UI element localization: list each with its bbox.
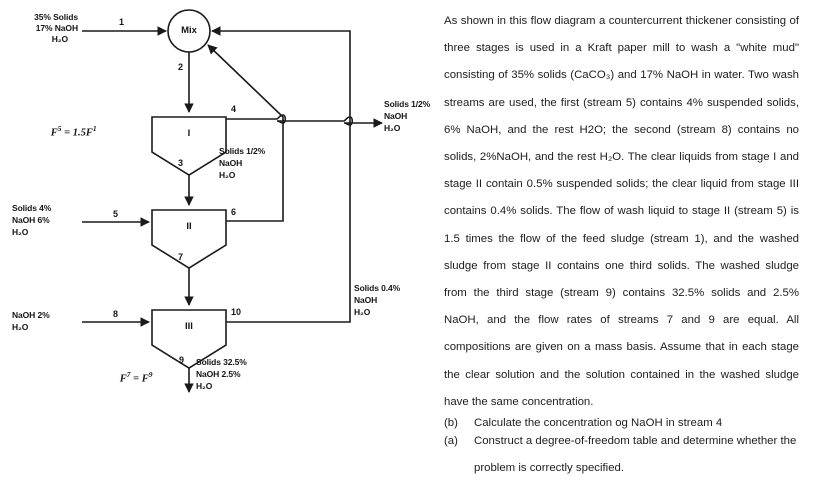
stage-1-vessel [151,116,227,176]
feed-composition-line-1: 35% Solids [34,12,78,22]
overflow-mid-composition-line-1: Solids 1/2% [219,146,266,156]
equation-f7-f9: F7 = F9 [104,359,153,396]
stage-2-label: II [186,221,192,232]
equation-f5-op: = [61,127,73,139]
stream-number-10: 10 [231,307,242,317]
overflow-mid-composition-line-2: NaOH [219,158,243,168]
question-b-clipped-window: (b) Calculate the concentration og NaOH … [414,416,828,435]
wash-8-composition-line-1: NaOH 2% [12,310,50,320]
stream-number-6: 6 [231,207,237,217]
stream-number-9: 9 [179,355,185,365]
product-composition-line-2: NaOH [384,111,408,121]
equation-f5-rhs-sup: 1 [92,124,97,133]
stage-3-label: III [185,321,193,332]
product-composition-line-1: Solids 1/2% [384,99,431,109]
stream-number-7: 7 [178,252,184,262]
sludge-composition-line-1: Solids 32.5% [196,357,247,367]
flow-diagram: Mix I II III 1 2 3 4 5 6 7 8 9 10 35% So… [0,0,430,435]
equation-f7-lhs-sup: 7 [126,370,131,379]
stream-number-8: 8 [113,309,119,319]
sludge-composition-line-2: NaOH 2.5% [196,369,241,379]
equation-f5-lhs-sup: 5 [57,124,62,133]
wash-5-composition-line-3: H₂O [12,227,29,237]
problem-text-pane: As shown in this flow diagram a counterc… [414,0,828,474]
stage-3-overflow-composition-line-2: NaOH [354,295,378,305]
stage-3-overflow-composition-line-1: Solids 0.4% [354,283,401,293]
product-composition-line-3: H₂O [384,123,401,133]
stream-number-5: 5 [113,209,119,219]
question-b-marker: (b) [444,417,458,429]
stage-2-vessel [151,209,227,269]
overflow-mid-composition-line-3: H₂O [219,170,236,180]
stream-number-4: 4 [231,104,237,114]
wash-5-composition-line-1: Solids 4% [12,203,52,213]
wash-8-composition-line-2: H₂O [12,322,29,332]
feed-composition-line-2: 17% NaOH [35,23,78,33]
stream-6-line [207,44,284,222]
stage-3-overflow-composition-line-3: H₂O [354,307,371,317]
equation-f7-op: = [130,373,142,385]
stream-10-line [211,26,351,323]
equation-f5-rhs: 1.5F [72,127,93,139]
question-a-text: Construct a degree-of-freedom table and … [474,435,797,475]
stream-4-line [226,114,383,128]
mixer-label: Mix [181,25,197,36]
feed-composition-line-3: H₂O [51,34,68,44]
stream-number-1: 1 [119,17,125,27]
stage-1-label: I [187,128,191,139]
stream-number-2: 2 [178,62,184,72]
question-a-marker: (a) [444,435,458,448]
equation-f5-f1: F5 = 1.5F1 [35,113,97,150]
flow-diagram-svg [82,9,383,393]
equation-f7-rhs: F [141,373,149,385]
question-b-text: Calculate the concentration og NaOH in s… [474,417,723,429]
equation-f7-lhs: F [119,373,127,385]
problem-paragraph: As shown in this flow diagram a counterc… [444,15,799,408]
stream-number-3: 3 [178,158,184,168]
equation-f7-rhs-sup: 9 [148,370,153,379]
sludge-composition-line-3: H₂O [196,381,213,391]
wash-5-composition-line-2: NaOH 6% [12,215,50,225]
question-a-row: (a) Construct a degree-of-freedom table … [444,428,799,482]
equation-f5-lhs: F [50,127,58,139]
stage-3-vessel [151,309,227,369]
